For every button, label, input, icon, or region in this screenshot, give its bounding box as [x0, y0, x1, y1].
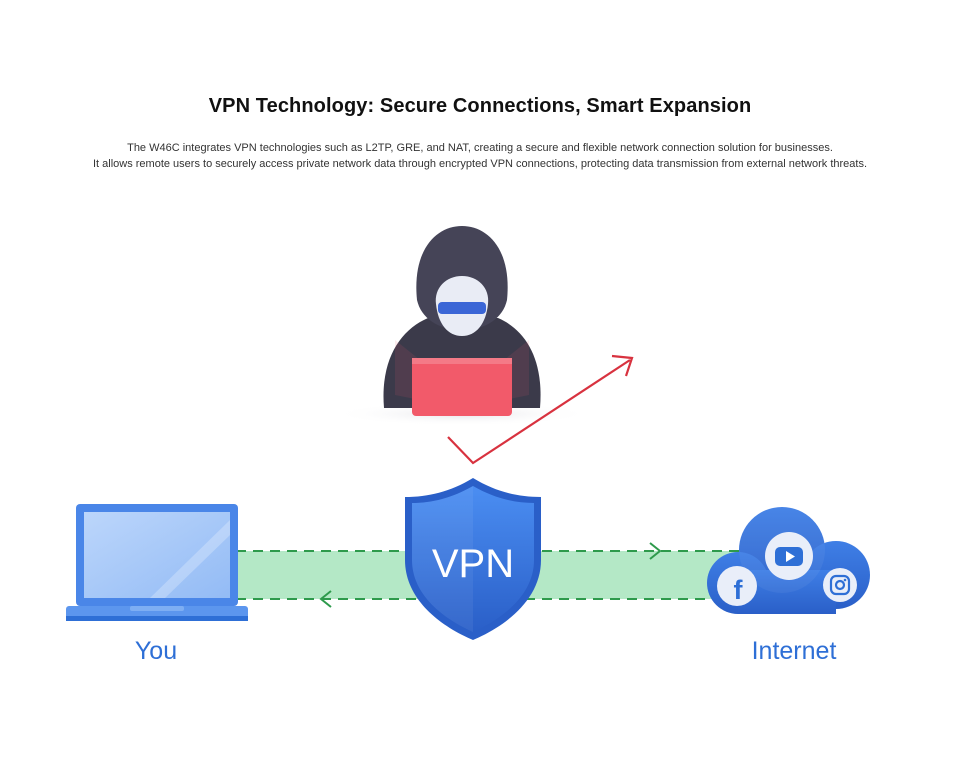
hacker-icon — [332, 226, 592, 426]
page-title: VPN Technology: Secure Connections, Smar… — [208, 95, 752, 117]
vpn-label: VPN — [432, 542, 514, 586]
svg-text:f: f — [734, 575, 744, 605]
instagram-icon — [823, 568, 857, 602]
attack-arrow-icon — [447, 354, 634, 465]
inbound-arrow-icon — [319, 590, 332, 608]
description-line-1: The W46C integrates VPN technologies suc… — [127, 142, 833, 154]
youtube-icon — [765, 532, 813, 580]
description: The W46C integrates VPN technologies suc… — [0, 140, 960, 172]
shield-icon: VPN — [405, 478, 541, 640]
internet-label: Internet — [751, 637, 837, 665]
facebook-icon: f — [717, 566, 757, 606]
you-label: You — [134, 637, 178, 665]
description-line-2: It allows remote users to securely acces… — [92, 158, 868, 170]
outbound-arrow-icon — [649, 542, 662, 560]
laptop-icon — [66, 504, 248, 621]
